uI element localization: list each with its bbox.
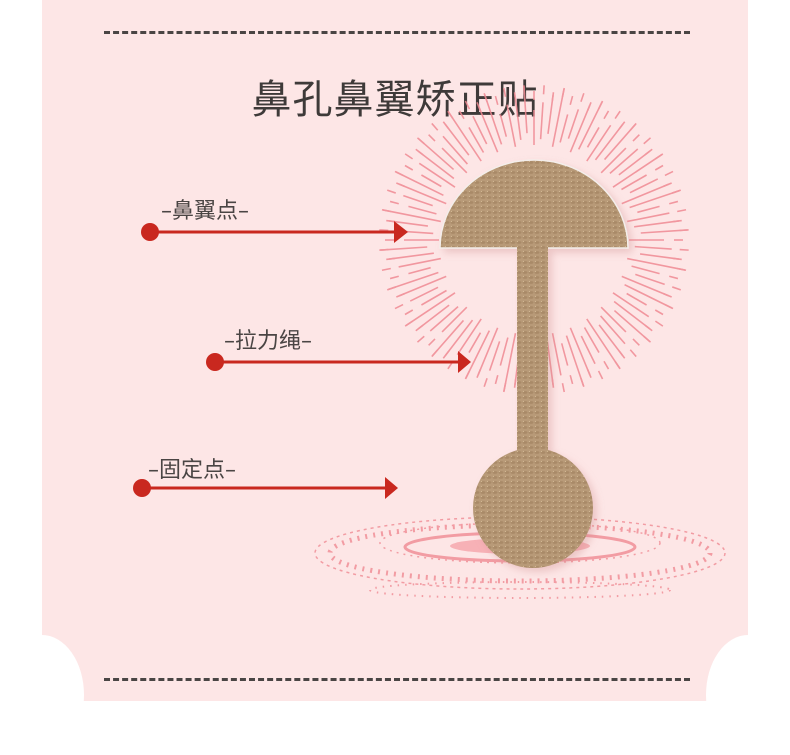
arrow-tension-strap [206,351,471,373]
top-dashed-divider [104,31,690,34]
callout-label-tension-strap: –拉力绳– [224,329,313,354]
arrow-nasal-wing [141,221,408,243]
page-title: 鼻孔鼻翼矫正贴 [251,76,539,123]
nose-patch [439,159,629,568]
callout-label-nasal-wing: –鼻翼点– [161,199,250,224]
callout-label-anchor-point: –固定点– [148,458,237,483]
patch-diagram [133,85,726,599]
bottom-dashed-divider [104,678,690,681]
arrow-anchor-point [133,477,398,499]
starburst-rays-icon [379,85,689,395]
callout-arrows [133,221,471,499]
